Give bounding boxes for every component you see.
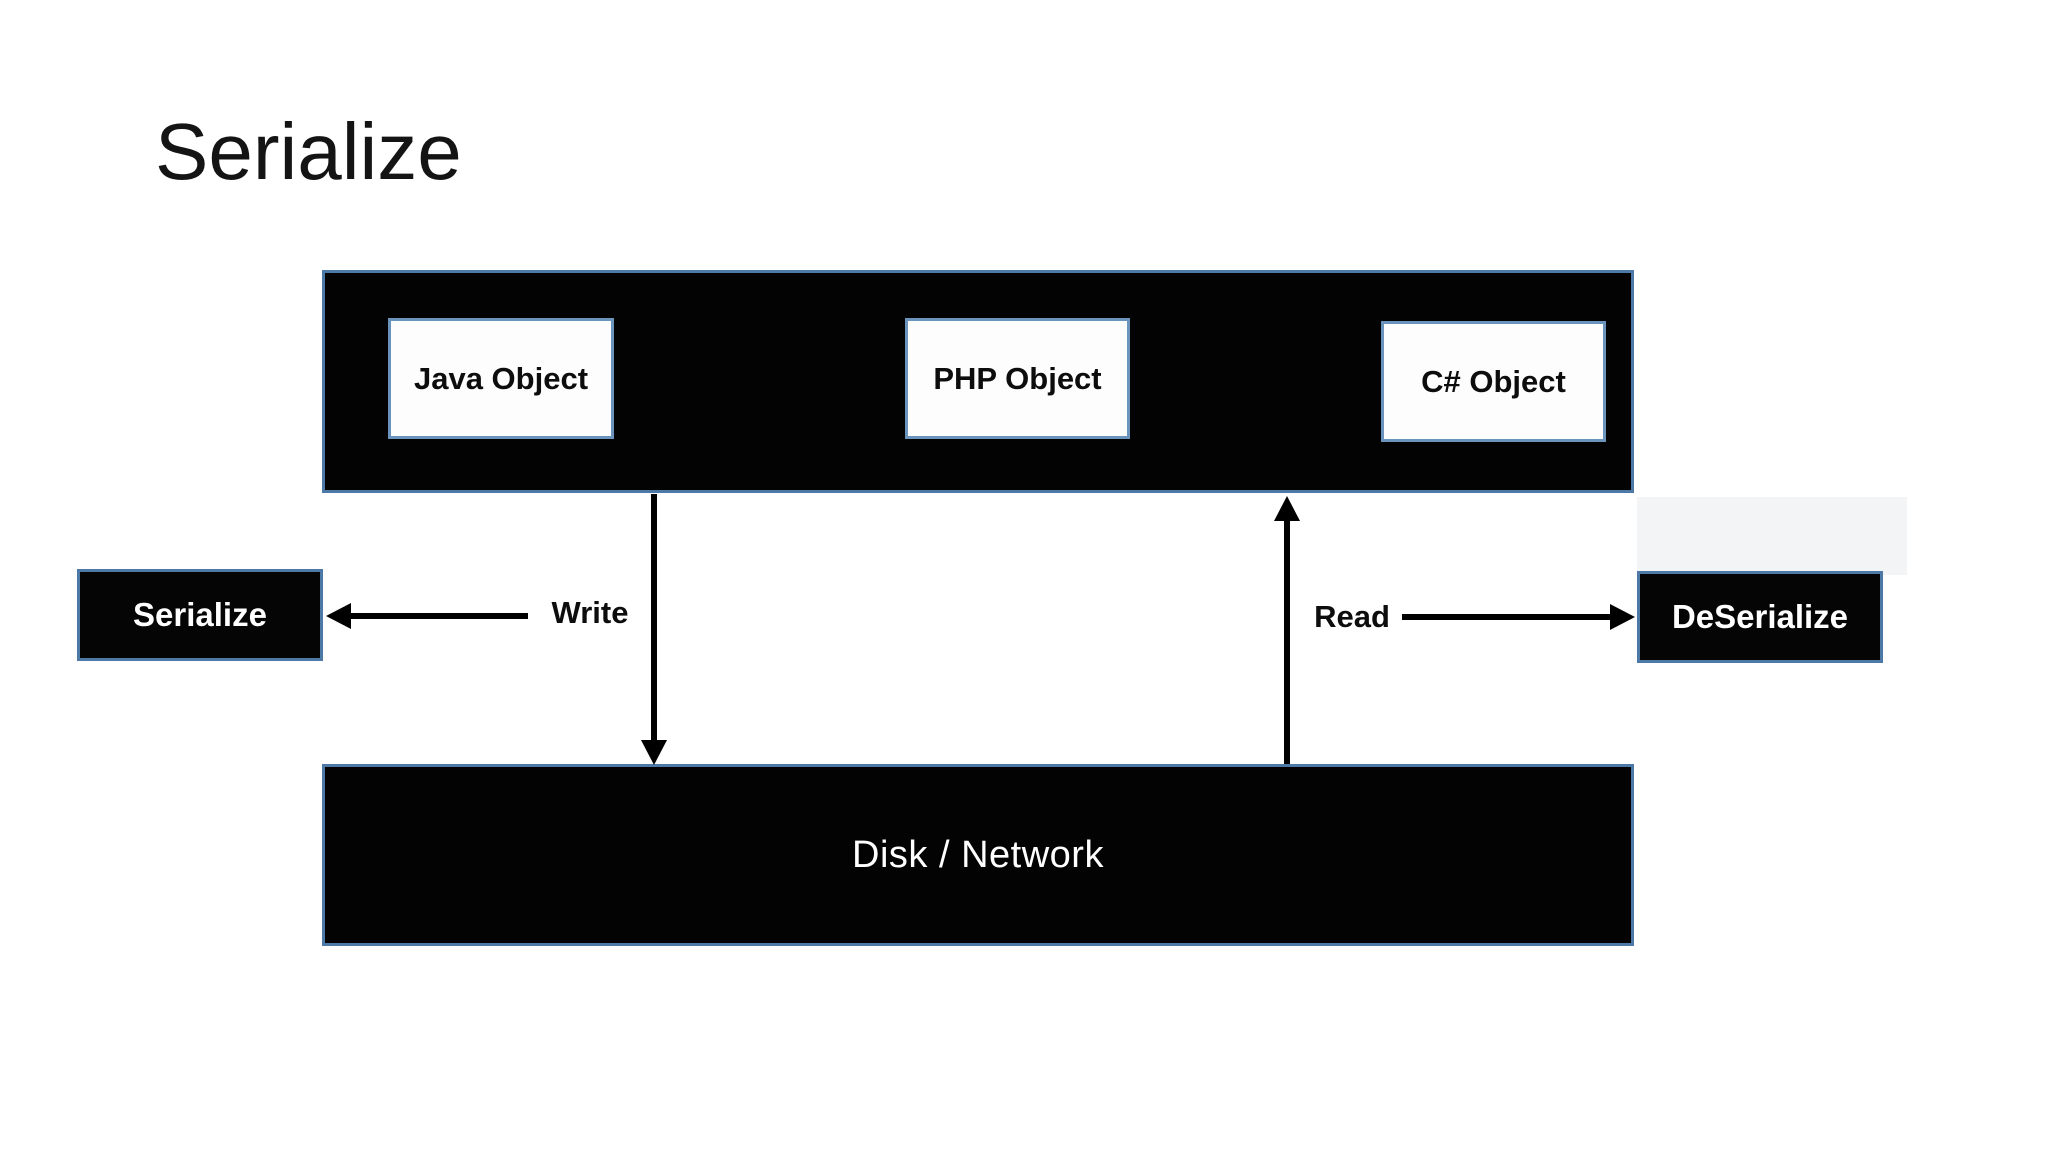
disk-network-box: Disk / Network <box>322 764 1634 946</box>
left-arrow-head-icon <box>326 603 351 629</box>
page-title: Serialize <box>155 107 462 196</box>
up-arrow-icon <box>1284 519 1290 764</box>
php-object-box: PHP Object <box>905 318 1130 439</box>
deserialize-box: DeSerialize <box>1637 571 1883 663</box>
down-arrow-head-icon <box>641 740 667 765</box>
java-object-label: Java Object <box>413 360 589 396</box>
deserialize-box-label: DeSerialize <box>1671 598 1849 635</box>
right-arrow-head-icon <box>1610 604 1635 630</box>
left-arrow-icon <box>350 613 528 619</box>
serialize-box-label: Serialize <box>133 596 267 633</box>
disk-network-label: Disk / Network <box>852 833 1104 876</box>
serialize-box: Serialize <box>77 569 323 661</box>
down-arrow-icon <box>651 494 657 742</box>
background-artifact-block <box>1637 497 1907 575</box>
php-object-label: PHP Object <box>933 360 1102 396</box>
java-object-box: Java Object <box>388 318 614 439</box>
csharp-object-label: C# Object <box>1421 363 1566 399</box>
up-arrow-head-icon <box>1274 496 1300 521</box>
right-arrow-icon <box>1402 614 1610 620</box>
csharp-object-box: C# Object <box>1381 321 1606 442</box>
write-label: Write <box>551 595 629 630</box>
read-label: Read <box>1314 599 1390 634</box>
